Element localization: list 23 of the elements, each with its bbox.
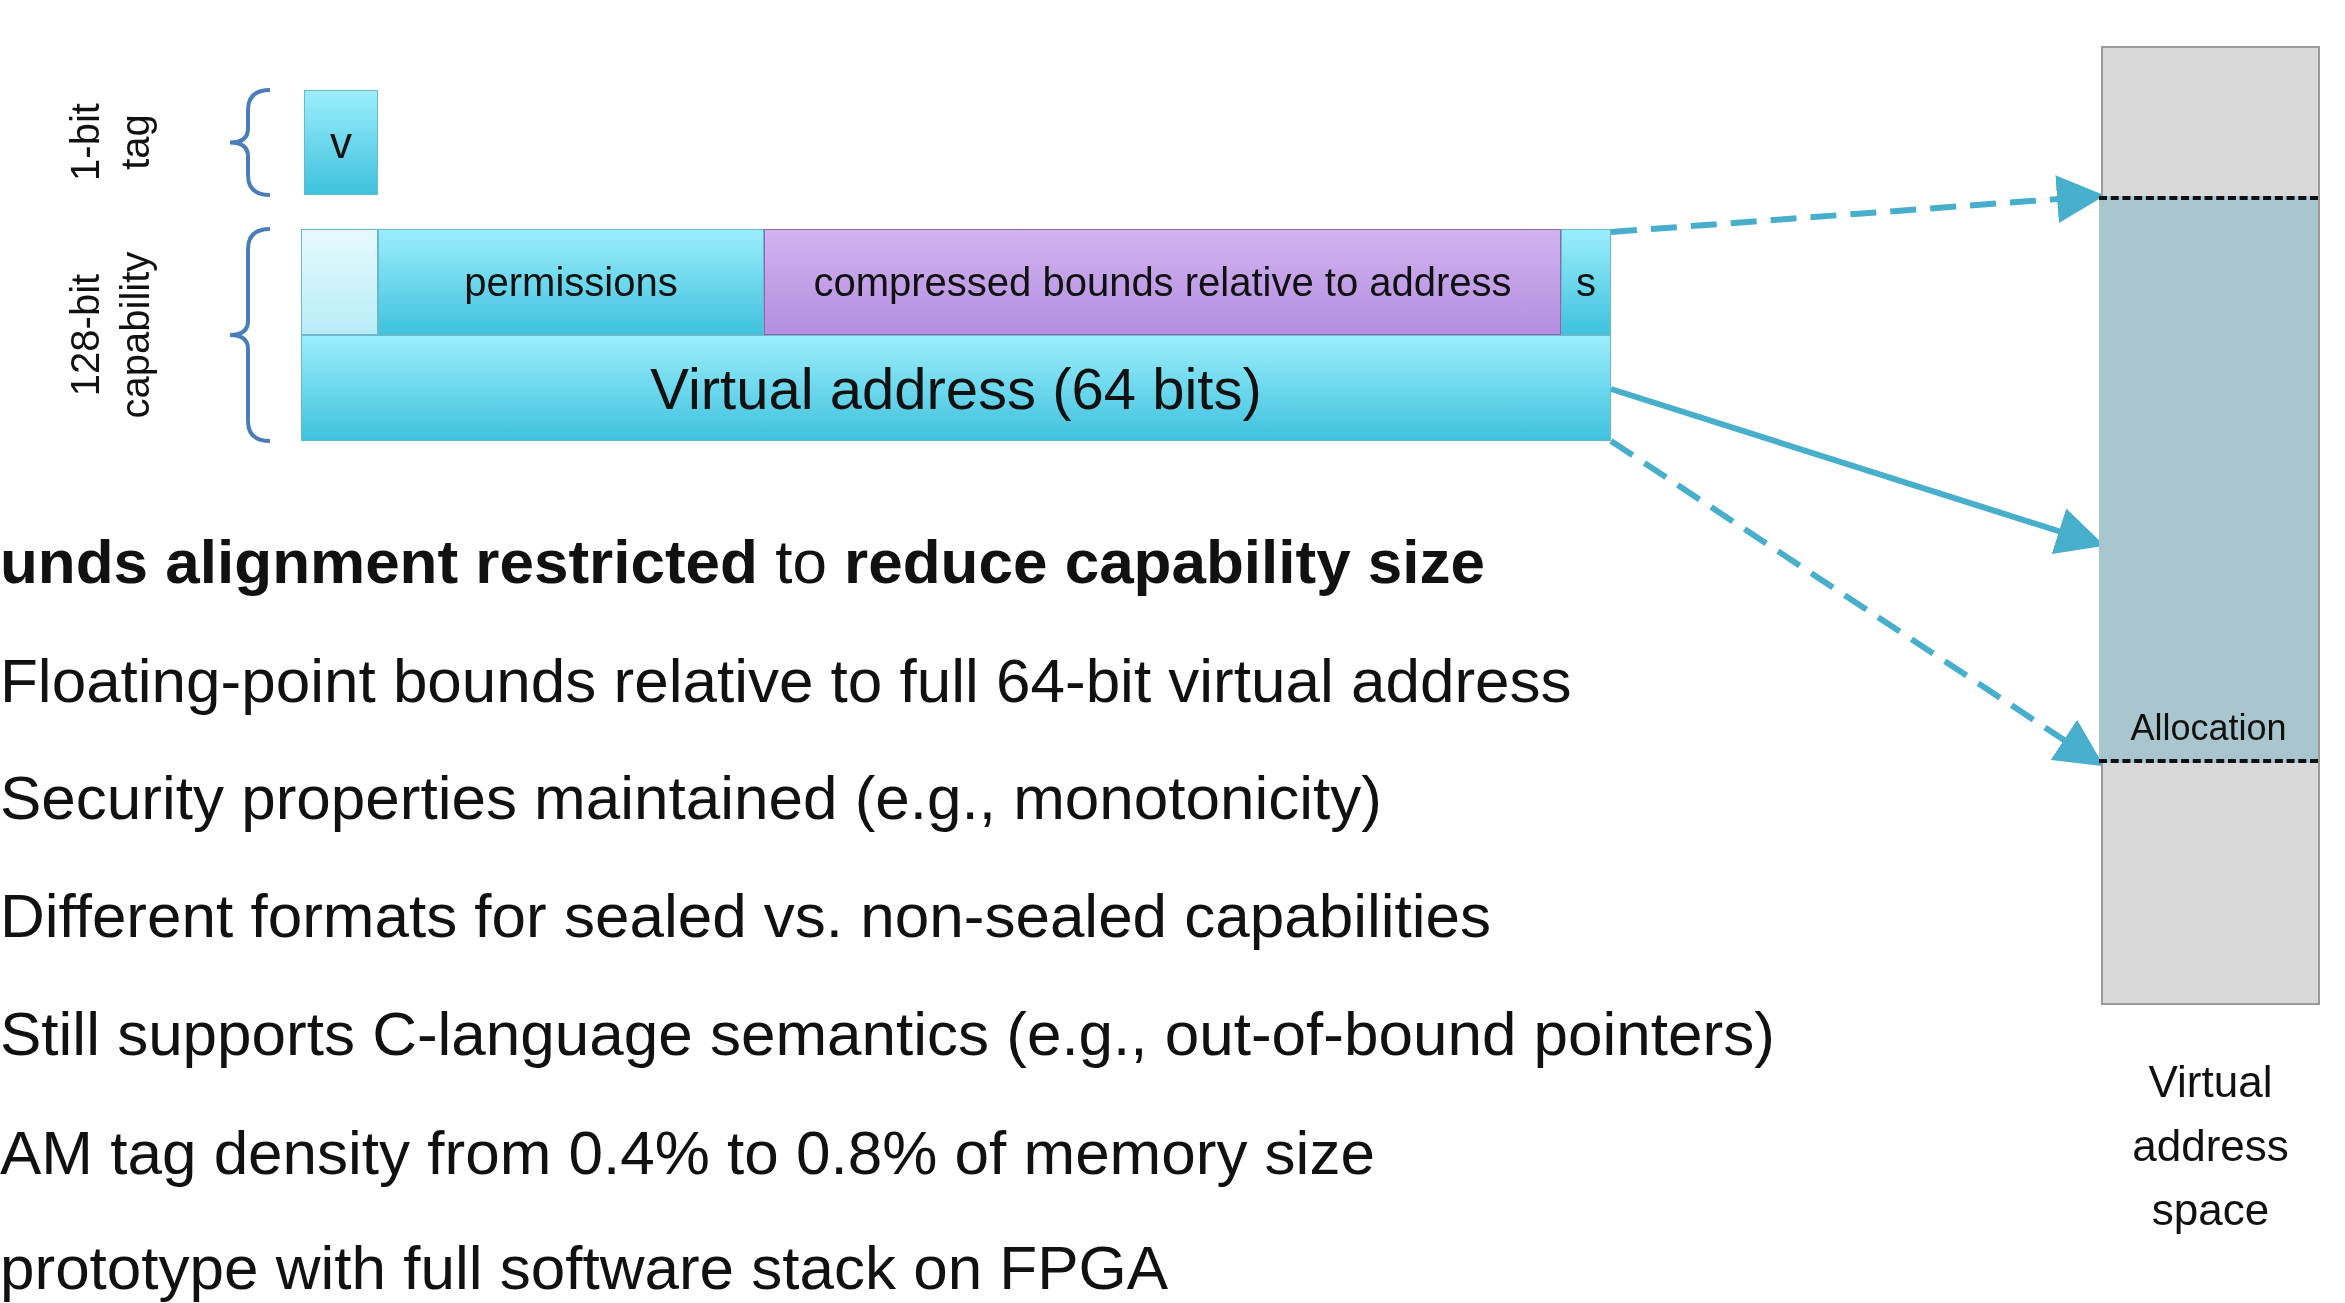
field-label: Allocation [2130, 707, 2287, 749]
heading-text: unds alignment restricted to reduce capability size [0, 526, 1486, 597]
bullet-text: Still supports C-language semantics (e.g., out-of-bound pointers) [0, 998, 1775, 1069]
bracket-label: 128-bit capability [62, 250, 158, 421]
bullet-text: Different formats for sealed vs. non-sealed capabilities [0, 880, 1492, 951]
address-field [301, 335, 1611, 441]
field-label: v [330, 117, 352, 168]
tag-bit-cell [304, 90, 378, 195]
bracket-label: 1-bit tag [62, 102, 158, 183]
bullet-text: prototype with full software stack on FPGA [0, 1232, 1169, 1303]
bullet-text: AM tag density from 0.4% to 0.8% of memory size [0, 1117, 1375, 1188]
bounds-field [764, 229, 1561, 335]
allocation-region [2099, 196, 2318, 763]
field-label: compressed bounds relative to address [813, 259, 1512, 305]
field-label: permissions [464, 259, 678, 305]
sealed-bit-field [1561, 229, 1611, 335]
reserved-field-cell [301, 229, 378, 335]
bullet-text: Security properties maintained (e.g., monotonicity) [0, 762, 1382, 833]
column-caption: Virtual address space [2131, 1056, 2290, 1236]
field-label: s [1576, 259, 1596, 305]
bullet-text: Floating-point bounds relative to full 64-bit virtual address [0, 645, 1572, 716]
permissions-field [378, 229, 764, 335]
field-label: Virtual address (64 bits) [650, 354, 1262, 422]
